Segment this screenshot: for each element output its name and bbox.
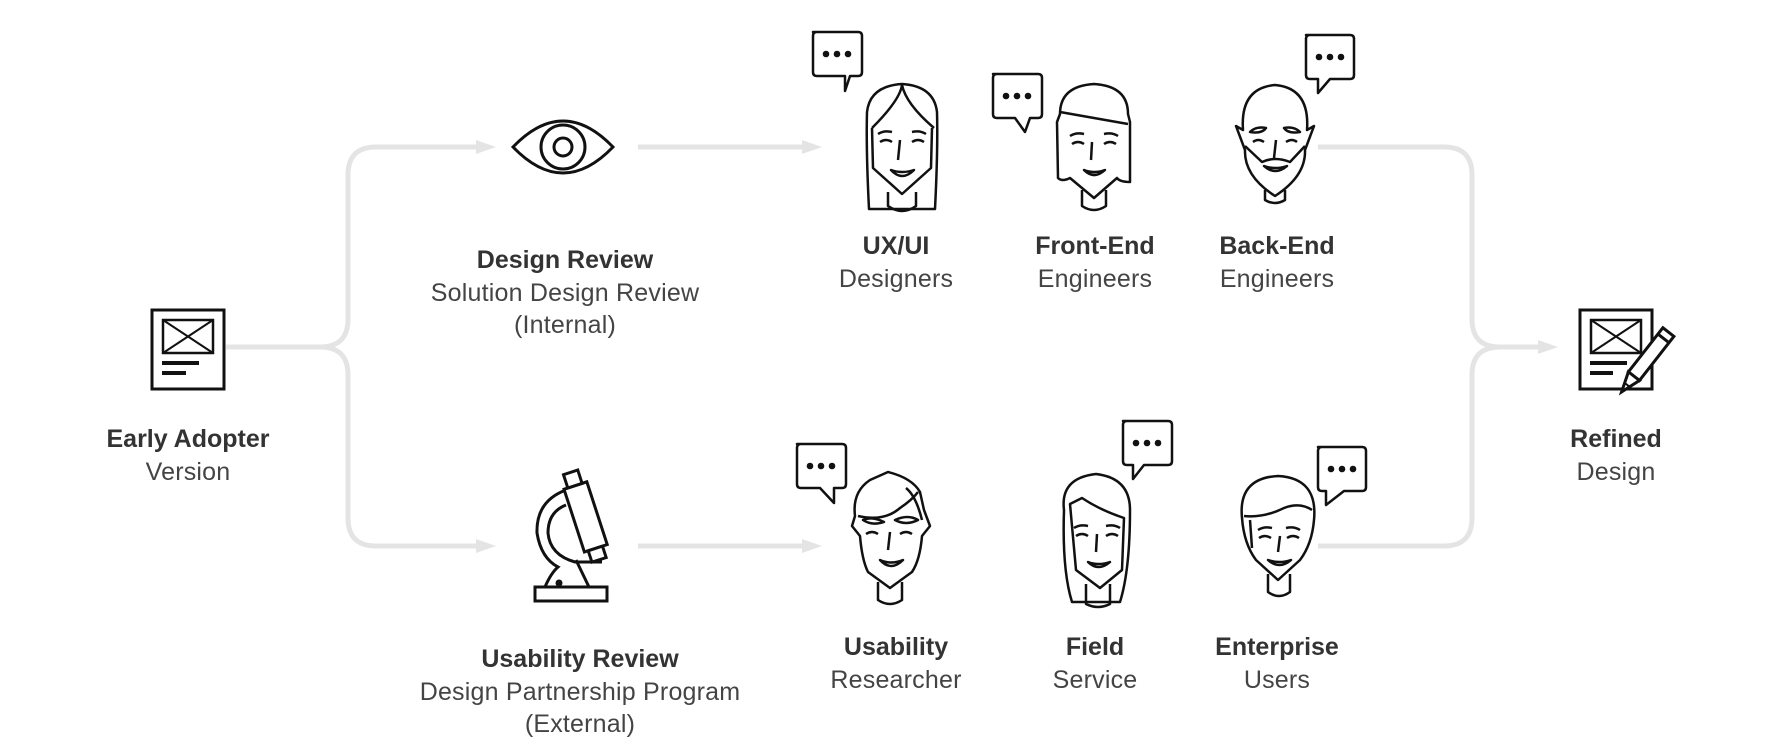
- connector-usability-reviewers-to-merge: [1318, 344, 1501, 549]
- reviewer-label-ux-ui: UX/UI Designers: [839, 230, 953, 295]
- connectors: [226, 144, 1540, 549]
- connector-design-reviewers-to-merge: [1318, 144, 1501, 350]
- wireframe-document-edit-icon: [1578, 308, 1677, 396]
- start-node-subtitle: Version: [145, 457, 231, 486]
- avatar-enterprise-users: [1240, 445, 1368, 598]
- usability-review-subtitle-line-1: Design Partnership Program: [419, 677, 741, 706]
- avatar-usability-researcher: [795, 442, 932, 606]
- speech-bubble-ellipsis-icon: [1316, 445, 1368, 507]
- arrowhead-end: [1538, 340, 1558, 354]
- reviewer-title: UX/UI: [862, 232, 930, 260]
- arrowhead-design-reviewers: [802, 140, 822, 154]
- speech-bubble-ellipsis-icon: [1121, 419, 1174, 481]
- reviewer-label-field-service: Field Service: [1053, 631, 1138, 696]
- reviewer-title: Enterprise: [1215, 633, 1339, 661]
- usability-review-label: Usability Review Design Partnership Prog…: [420, 643, 741, 741]
- usability-review-subtitle-line-2: (External): [524, 710, 636, 738]
- design-review-title: Design Review: [476, 246, 654, 274]
- design-review-subtitle-line-1: Solution Design Review: [430, 278, 700, 307]
- speech-bubble-ellipsis-icon: [1304, 33, 1356, 95]
- eye-icon: [510, 119, 616, 175]
- reviewer-title: Back-End: [1219, 232, 1335, 260]
- reviewer-subtitle: Users: [1243, 665, 1311, 694]
- reviewer-subtitle: Service: [1052, 665, 1138, 694]
- avatar-ux-ui-designers: [811, 30, 939, 213]
- usability-review-title: Usability Review: [481, 645, 679, 673]
- speech-bubble-ellipsis-icon: [991, 72, 1044, 134]
- avatar-field-service: [1062, 419, 1174, 609]
- avatar-front-end-engineers: [991, 72, 1132, 212]
- reviewer-subtitle: Engineers: [1219, 264, 1335, 293]
- arrowhead-usability-reviewers: [802, 539, 822, 553]
- reviewer-title: Front-End: [1035, 232, 1155, 260]
- end-node-subtitle: Design: [1576, 457, 1656, 486]
- reviewer-label-back-end: Back-End Engineers: [1219, 230, 1334, 295]
- design-review-label: Design Review Solution Design Review (In…: [431, 244, 699, 342]
- wireframe-document-icon: [150, 308, 226, 391]
- design-review-subtitle-line-2: (Internal): [513, 311, 617, 339]
- reviewer-title: Field: [1065, 633, 1125, 661]
- reviewer-label-usability-researcher: Usability Researcher: [830, 631, 961, 696]
- connector-split-to-usability-review: [319, 344, 478, 549]
- microscope-icon: [533, 468, 610, 603]
- arrowhead-usability-review: [476, 539, 496, 553]
- reviewer-subtitle: Researcher: [830, 665, 962, 694]
- reviewer-subtitle: Engineers: [1037, 264, 1153, 293]
- arrowhead-design-review: [476, 140, 496, 154]
- reviewer-title: Usability: [843, 633, 949, 661]
- start-node-title: Early Adopter: [106, 425, 270, 453]
- reviewer-label-front-end: Front-End Engineers: [1035, 230, 1154, 295]
- speech-bubble-ellipsis-icon: [795, 442, 848, 505]
- avatar-back-end-engineers: [1234, 33, 1356, 205]
- end-node-title: Refined: [1570, 425, 1662, 453]
- end-node-label: Refined Design: [1570, 423, 1662, 488]
- speech-bubble-ellipsis-icon: [811, 30, 864, 93]
- arrowheads: [476, 140, 1558, 553]
- pencil-icon: [1618, 325, 1677, 396]
- reviewer-subtitle: Designers: [838, 264, 954, 293]
- reviewer-label-enterprise-users: Enterprise Users: [1215, 631, 1339, 696]
- connector-split-to-design-review: [319, 144, 478, 350]
- start-node-label: Early Adopter Version: [106, 423, 269, 488]
